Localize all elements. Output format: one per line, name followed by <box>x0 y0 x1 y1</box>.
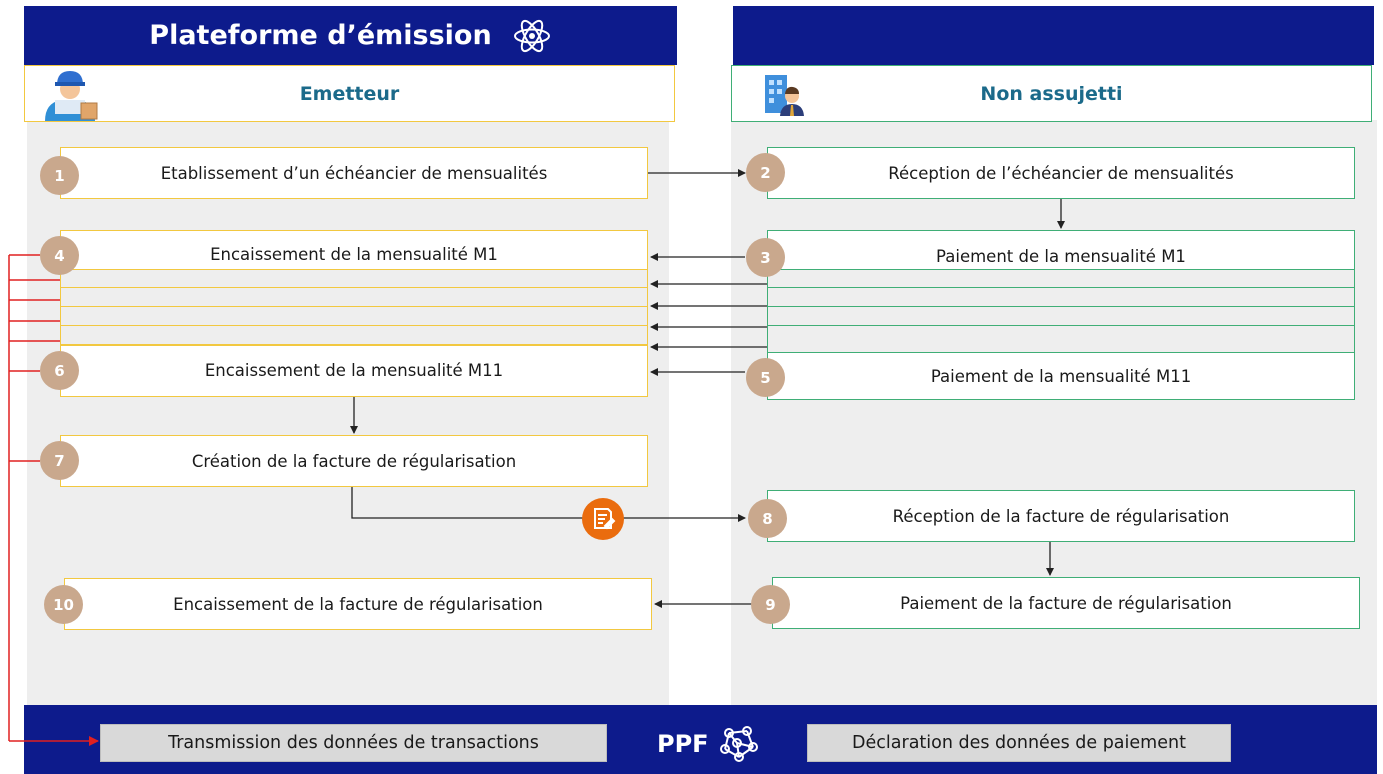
step-8-number: 8 <box>762 509 773 528</box>
step-7-label: Création de la facture de régularisation <box>191 451 517 471</box>
step-8-box: Réception de la facture de régularisatio… <box>767 490 1355 542</box>
platform-title: Plateforme d’émission <box>149 20 492 51</box>
step-6-badge: 6 <box>40 351 79 390</box>
delivery-person-icon <box>39 69 101 126</box>
step-3-label: Paiement de la mensualité M1 <box>936 247 1186 266</box>
step-1-box: Etablissement d’un échéancier de mensual… <box>60 147 648 199</box>
transmission-label: Transmission des données de transactions <box>168 733 539 753</box>
step-3-number: 3 <box>760 248 771 267</box>
step-7-box: Création de la facture de régularisation <box>60 435 648 487</box>
non-assujetti-label: Non assujetti <box>980 82 1123 105</box>
step-2-label: Réception de l’échéancier de mensualités <box>888 163 1234 183</box>
step-10-box: Encaissement de la facture de régularisa… <box>64 578 652 630</box>
step-3-badge: 3 <box>746 238 785 277</box>
step-1-badge: 1 <box>40 156 79 195</box>
arrow-7-to-8 <box>351 487 746 522</box>
step-9-label: Paiement de la facture de régularisation <box>900 593 1232 613</box>
step-1-number: 1 <box>54 166 65 185</box>
transmission-box: Transmission des données de transactions <box>100 724 607 762</box>
step-9-number: 9 <box>765 595 776 614</box>
step-4-number: 4 <box>54 246 65 265</box>
declaration-label: Déclaration des données de paiement <box>852 733 1186 753</box>
step-10-badge: 10 <box>44 585 83 624</box>
step-7-badge: 7 <box>40 441 79 480</box>
step-2-badge: 2 <box>746 153 785 192</box>
step-9-box: Paiement de la facture de régularisation <box>772 577 1360 629</box>
declaration-box: Déclaration des données de paiement <box>807 724 1231 762</box>
step-1-label: Etablissement d’un échéancier de mensual… <box>160 163 548 183</box>
ppf-text: PPF <box>657 730 709 758</box>
invoice-document-icon <box>581 497 625 541</box>
step-6-number: 6 <box>54 361 65 380</box>
step-4-badge: 4 <box>40 236 79 275</box>
step-6-box: Encaissement de la mensualité M11 <box>60 345 648 397</box>
step-5-box: Paiement de la mensualité M11 <box>767 352 1355 400</box>
step-8-label: Réception de la facture de régularisatio… <box>892 506 1230 526</box>
step-5-number: 5 <box>760 368 771 387</box>
step-10-label: Encaissement de la facture de régularisa… <box>173 594 543 614</box>
step-4-box: Encaissement de la mensualité M1 <box>60 230 648 270</box>
step-5-label: Paiement de la mensualité M11 <box>930 366 1192 386</box>
step-4-label: Encaissement de la mensualité M1 <box>210 245 498 264</box>
step-6-label: Encaissement de la mensualité M11 <box>204 361 504 380</box>
ppf-label: PPF <box>657 722 761 766</box>
step-5-badge: 5 <box>746 358 785 397</box>
collapsed-emetteur-box-4 <box>60 325 648 345</box>
non-assujetti-header <box>733 6 1374 65</box>
step-8-badge: 8 <box>748 499 787 538</box>
step-10-number: 10 <box>53 595 74 614</box>
atom-icon <box>512 16 552 56</box>
emetteur-label: Emetteur <box>299 82 400 105</box>
platform-header: Plateforme d’émission <box>24 6 677 65</box>
non-assujetti-role-box: Non assujetti <box>731 65 1372 122</box>
network-icon <box>717 725 761 763</box>
emetteur-role-box: Emetteur <box>24 65 675 122</box>
step-3-box: Paiement de la mensualité M1 <box>767 230 1355 270</box>
step-2-number: 2 <box>760 163 771 182</box>
step-2-box: Réception de l’échéancier de mensualités <box>767 147 1355 199</box>
step-7-number: 7 <box>54 451 65 470</box>
office-person-icon <box>762 72 806 121</box>
step-9-badge: 9 <box>751 585 790 624</box>
